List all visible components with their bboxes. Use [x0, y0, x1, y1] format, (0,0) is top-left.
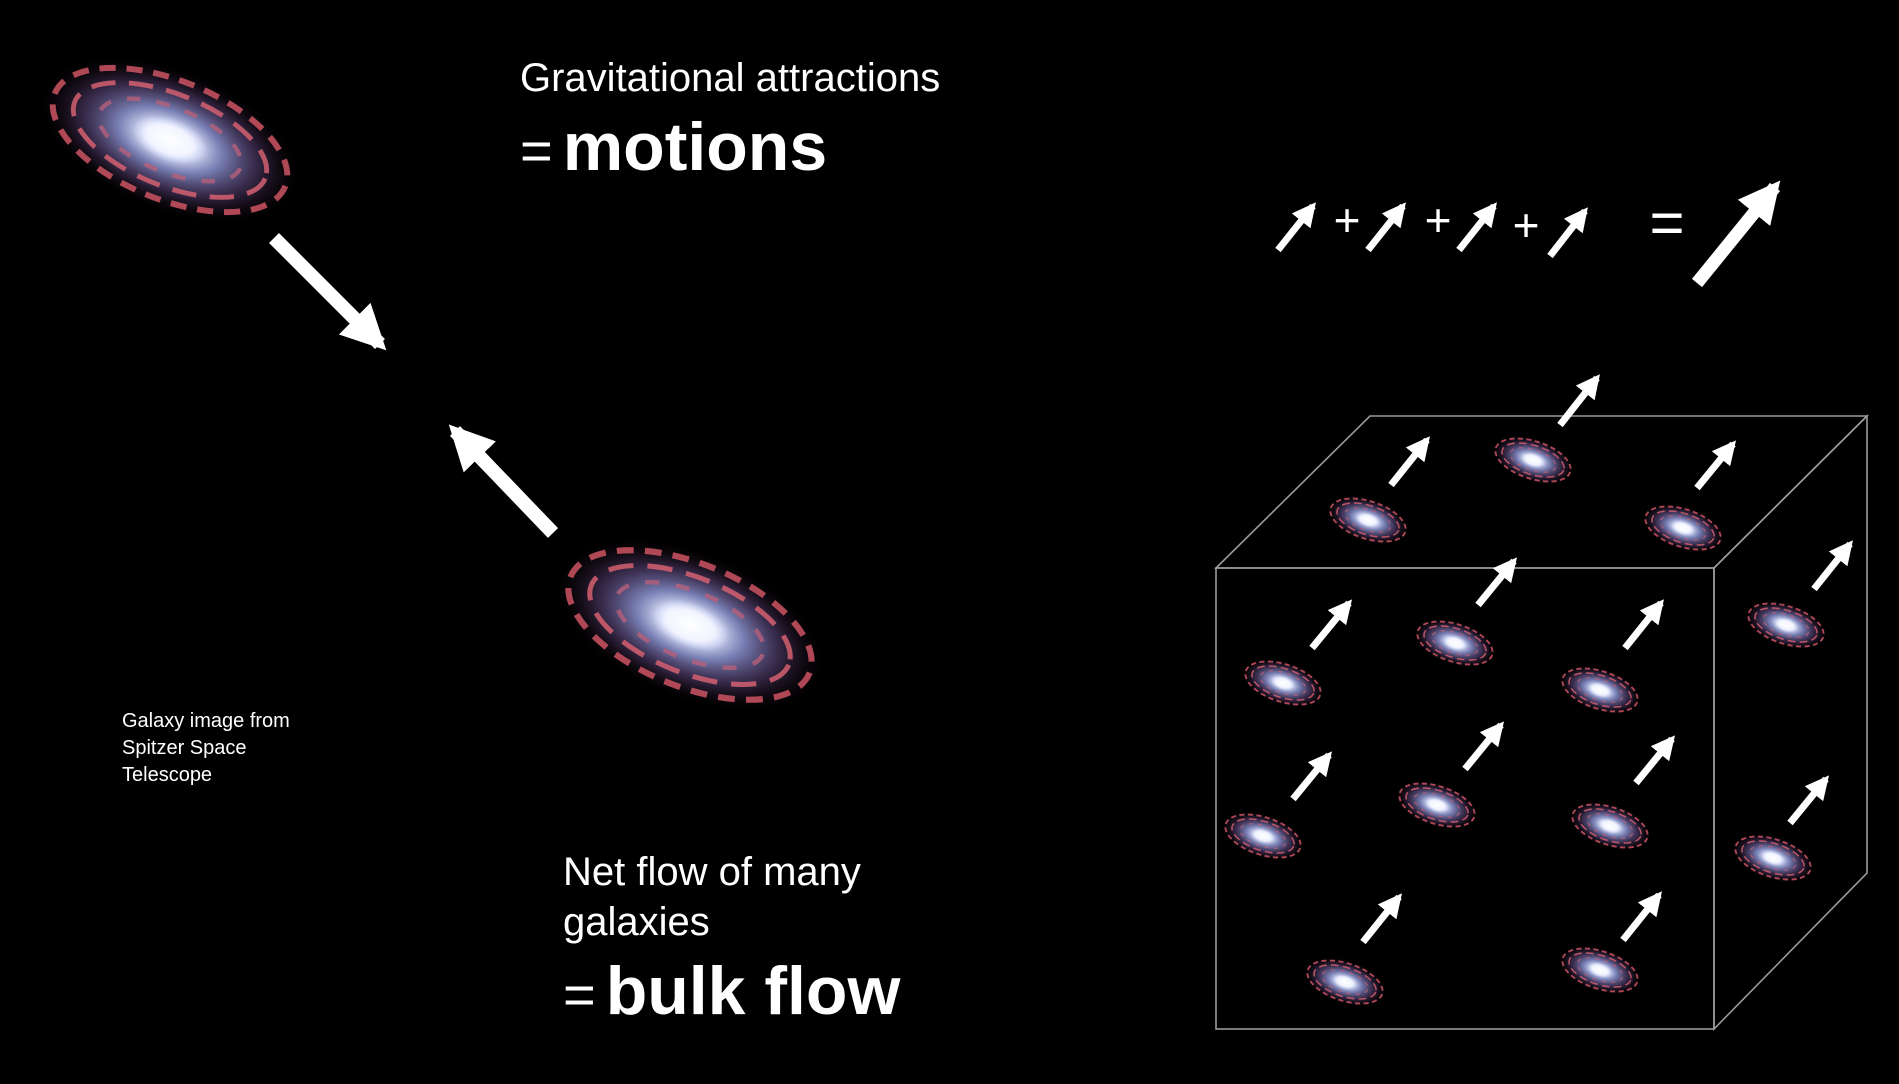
top-caption-emphasis: =motions	[520, 108, 827, 186]
cube-arrow	[1620, 891, 1662, 943]
cube-arrow	[1290, 751, 1333, 802]
attraction-arrow-up	[448, 424, 559, 538]
plus-sign-1: +	[1334, 194, 1361, 246]
cube-arrows	[1290, 374, 1853, 945]
bulk-flow-label: bulk flow	[605, 953, 901, 1029]
cube-arrow	[1811, 540, 1853, 592]
cube-galaxy	[1737, 589, 1835, 661]
cube-galaxies	[1214, 424, 1835, 1018]
galaxy-bottom-center	[533, 505, 847, 745]
cube-galaxy	[1551, 654, 1649, 726]
credit-line-1: Galaxy image from	[122, 710, 290, 732]
cube-arrow	[1694, 440, 1737, 491]
cube-arrow	[1360, 893, 1402, 945]
wireframe-cube	[1214, 414, 1869, 1031]
top-caption-line: Gravitational attractions	[520, 56, 941, 100]
sum-arrow-4	[1547, 207, 1588, 259]
top-equals-sign: =	[520, 119, 553, 182]
cube-galaxy	[1319, 484, 1417, 556]
cube-galaxy	[1724, 822, 1822, 894]
cube-arrow	[1557, 374, 1600, 428]
sum-arrow-1	[1275, 202, 1316, 253]
cube-arrow	[1309, 599, 1353, 651]
cube-galaxy	[1296, 946, 1394, 1018]
sum-arrow-2	[1365, 202, 1406, 253]
motions-label: motions	[562, 109, 828, 185]
cube-galaxy	[1406, 607, 1504, 679]
sum-arrow-3	[1456, 202, 1497, 253]
attraction-arrow-down	[269, 233, 387, 351]
cube-galaxy	[1561, 790, 1659, 862]
plus-sign-3: +	[1513, 199, 1540, 251]
cube-arrow	[1787, 775, 1830, 826]
bottom-equals-sign: =	[563, 963, 596, 1026]
cube-galaxy	[1214, 800, 1312, 872]
plus-sign-2: +	[1425, 194, 1452, 246]
bottom-caption-emphasis: =bulk flow	[563, 952, 900, 1030]
bottom-caption-line-1: Net flow of many	[563, 850, 861, 894]
cube-top-face	[1214, 415, 1869, 569]
galaxy-top-left	[19, 24, 322, 255]
equals-sign: =	[1649, 189, 1684, 256]
credit-line-2: Spitzer Space	[122, 737, 247, 759]
cube-arrow	[1475, 557, 1518, 608]
cube-galaxy	[1234, 647, 1332, 719]
cube-arrow	[1388, 436, 1430, 488]
image-credit: Galaxy image from Spitzer Space Telescop…	[122, 708, 290, 789]
cube-galaxy	[1484, 424, 1582, 496]
cube-galaxy	[1551, 934, 1649, 1006]
cube-arrow	[1633, 735, 1676, 786]
credit-line-3: Telescope	[122, 764, 213, 786]
cube-arrow	[1622, 599, 1664, 651]
sum-arrow-result	[1691, 180, 1781, 288]
cube-galaxy	[1634, 492, 1732, 564]
cube-arrow	[1462, 721, 1505, 772]
bottom-caption-line-2: galaxies	[563, 900, 710, 944]
vector-sum-row: + + + =	[1275, 180, 1781, 288]
cube-galaxy	[1388, 769, 1486, 841]
cube-right-face	[1713, 414, 1868, 1031]
